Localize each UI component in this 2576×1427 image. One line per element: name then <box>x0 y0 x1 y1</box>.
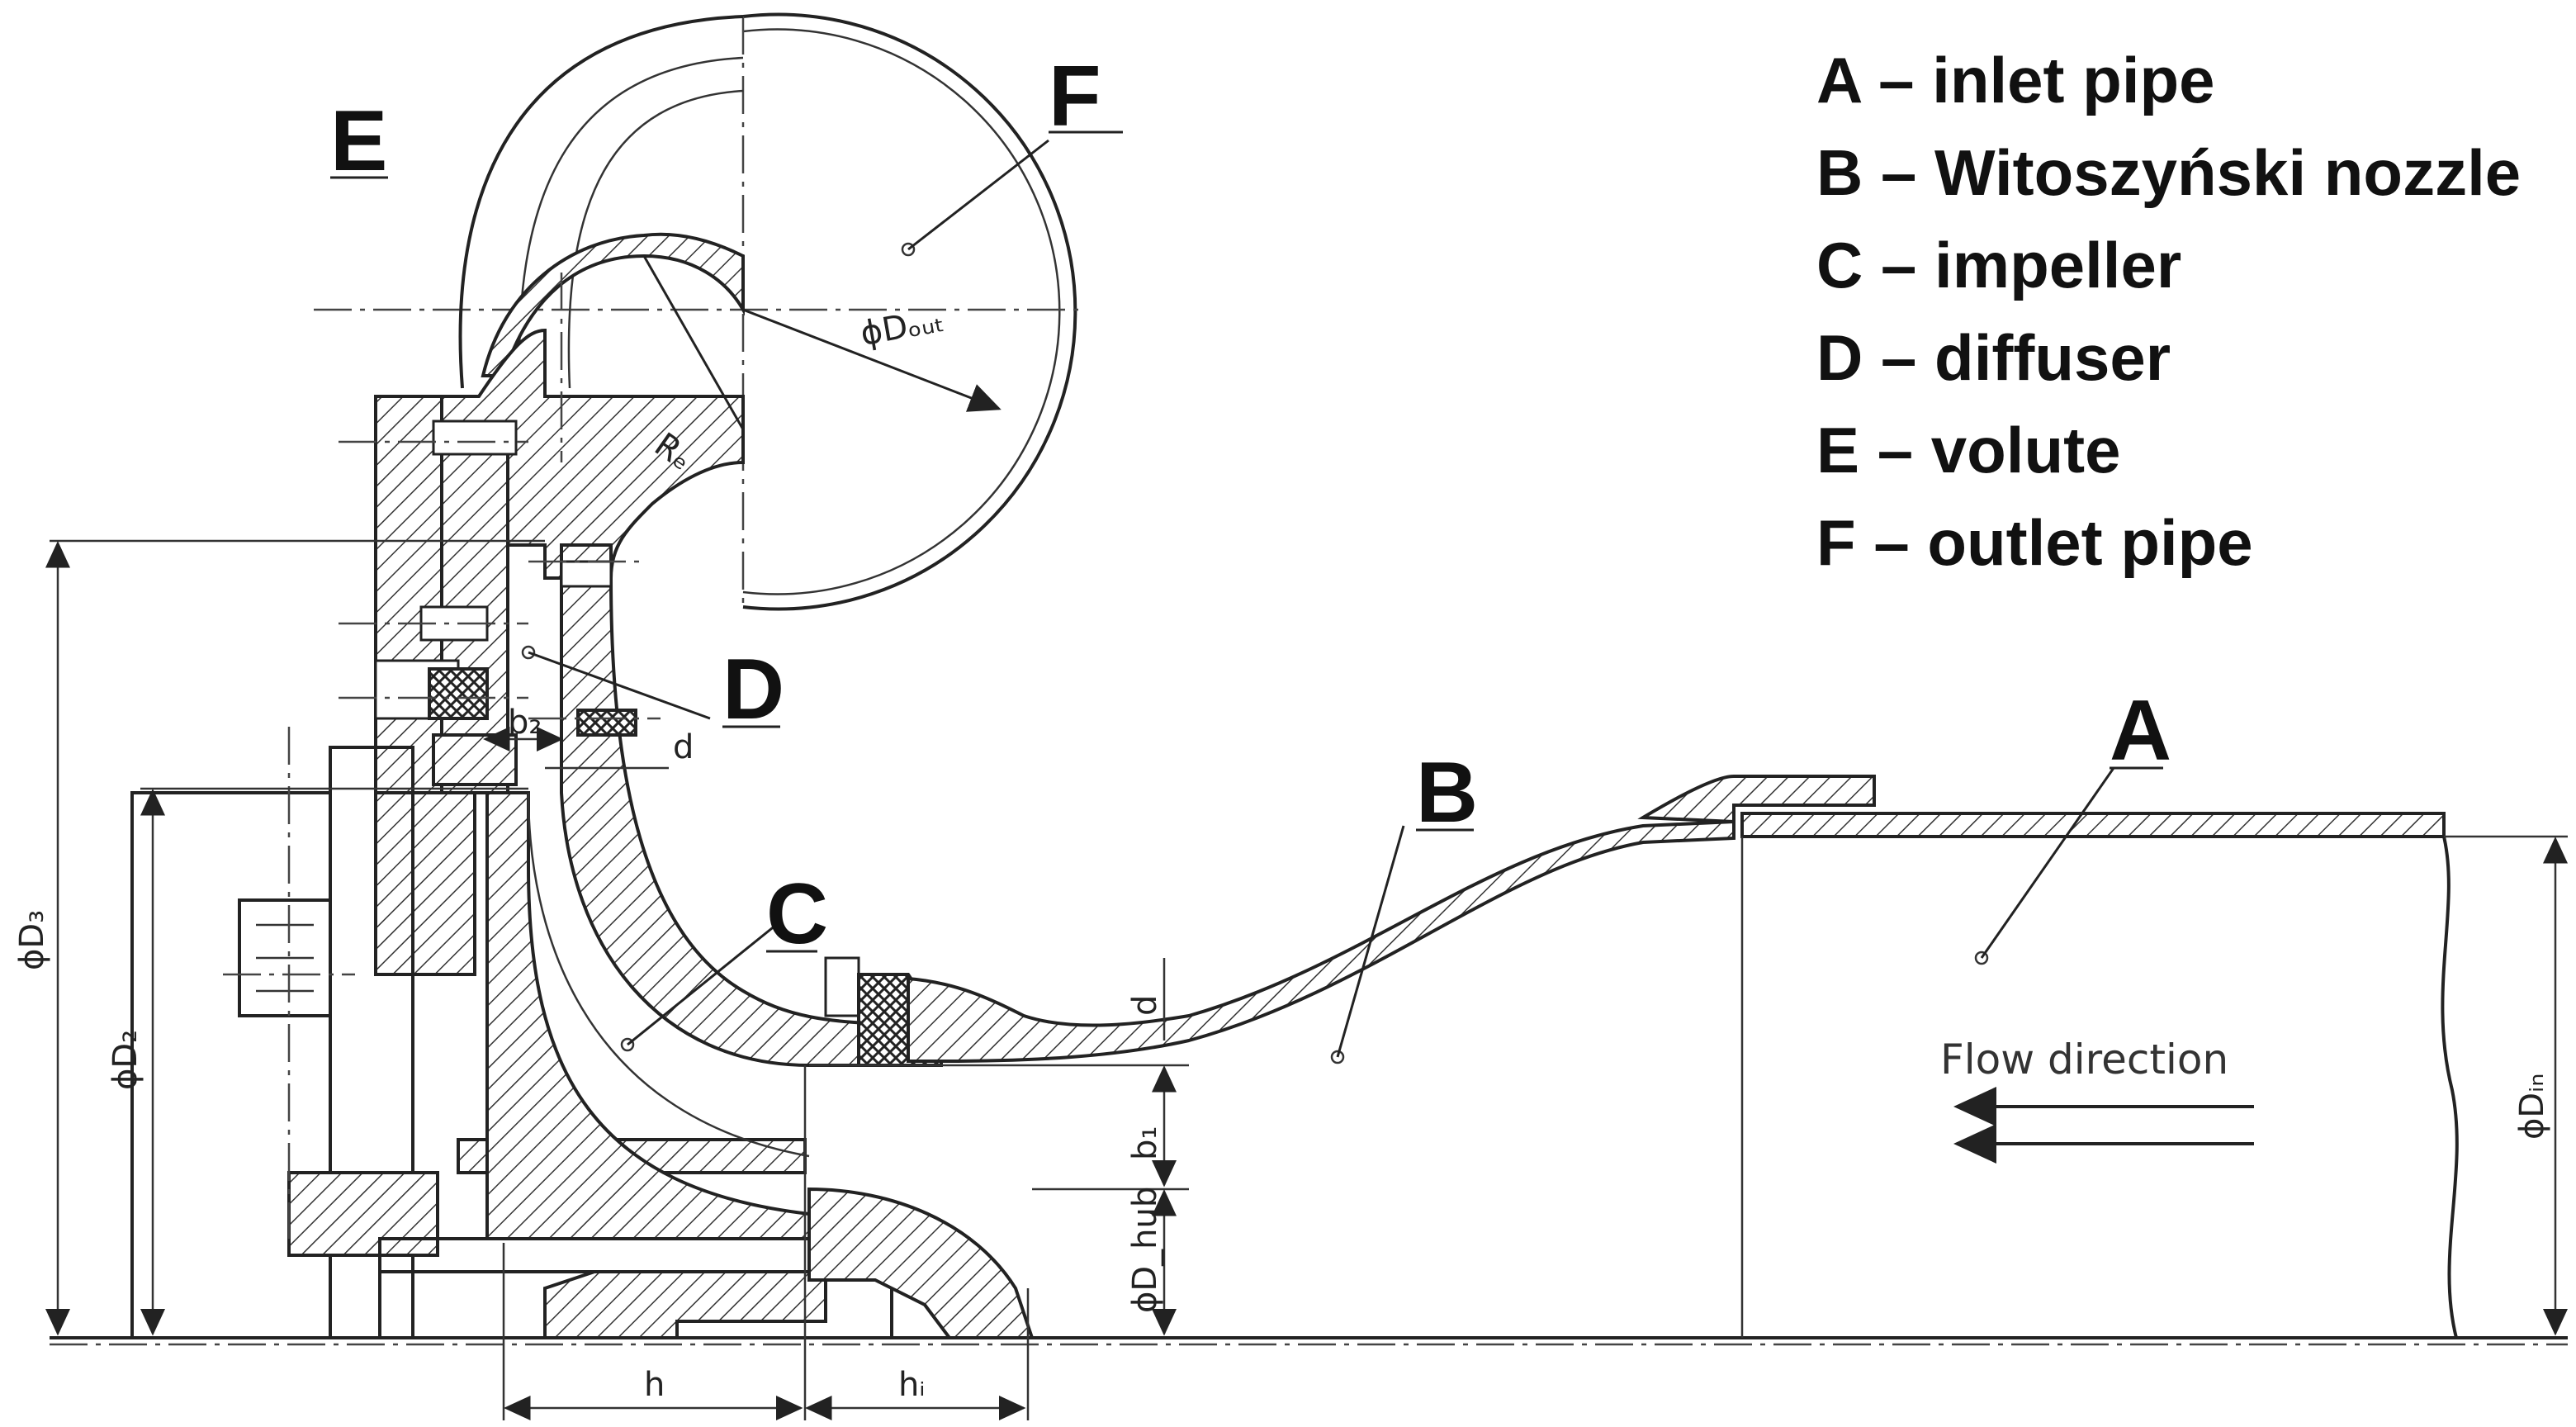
flange-stack <box>339 395 528 976</box>
dimension-dhub: ϕD_hub <box>1032 1187 1189 1336</box>
legend-item-c: C – impeller <box>1816 229 2181 301</box>
witoszynski-nozzle <box>907 775 1876 1064</box>
legend-item-f: F – outlet pipe <box>1816 506 2253 579</box>
dimension-d-nozzle: d <box>1126 958 1166 1041</box>
dim-d2-label: ϕD₂ <box>107 1030 144 1090</box>
label-e: E <box>330 93 387 189</box>
dimension-b1: b₁ <box>809 1064 1189 1188</box>
dim-d-nozzle-label: d <box>1126 995 1164 1016</box>
legend-item-b: B – Witoszyński nozzle <box>1816 136 2521 209</box>
dim-b2-label: b₂ <box>508 704 542 742</box>
label-b: B <box>1416 745 1478 841</box>
outlet-pipe <box>314 12 1082 611</box>
flow-direction-label: Flow direction <box>1940 1036 2228 1083</box>
legend: A – inlet pipe B – Witoszyński nozzle C … <box>1816 44 2521 579</box>
dim-d-top-label: d <box>673 728 694 766</box>
dimension-b2: b₂ <box>483 704 564 751</box>
dim-h-label: h <box>644 1366 665 1404</box>
label-d: D <box>722 642 784 737</box>
dim-d3-label: ϕD₃ <box>13 910 51 970</box>
inlet-pipe: Flow direction <box>1740 767 2459 1339</box>
dimension-h: h hᵢ <box>502 1065 1030 1420</box>
label-c: C <box>766 866 828 962</box>
dim-dhub-label: ϕD_hub <box>1126 1187 1164 1313</box>
legend-item-a: A – inlet pipe <box>1816 44 2215 116</box>
legend-item-d: D – diffuser <box>1816 321 2171 394</box>
dim-din-label: ϕDᵢₙ <box>2513 1074 2551 1140</box>
dim-b1-label: b₁ <box>1126 1126 1164 1160</box>
dimension-din: ϕDᵢₙ <box>2444 835 2568 1336</box>
legend-item-e: E – volute <box>1816 414 2120 486</box>
label-a: A <box>2110 683 2171 779</box>
impeller <box>485 543 943 1240</box>
diffuser <box>521 560 711 737</box>
dimension-d3: ϕD₃ <box>13 539 545 1336</box>
hub-cone <box>807 1187 1035 1339</box>
dim-hi-label: hᵢ <box>898 1366 926 1404</box>
dimension-d-top: d <box>545 728 694 770</box>
dimension-d2: ϕD₂ <box>107 787 528 1336</box>
label-f: F <box>1049 49 1101 145</box>
